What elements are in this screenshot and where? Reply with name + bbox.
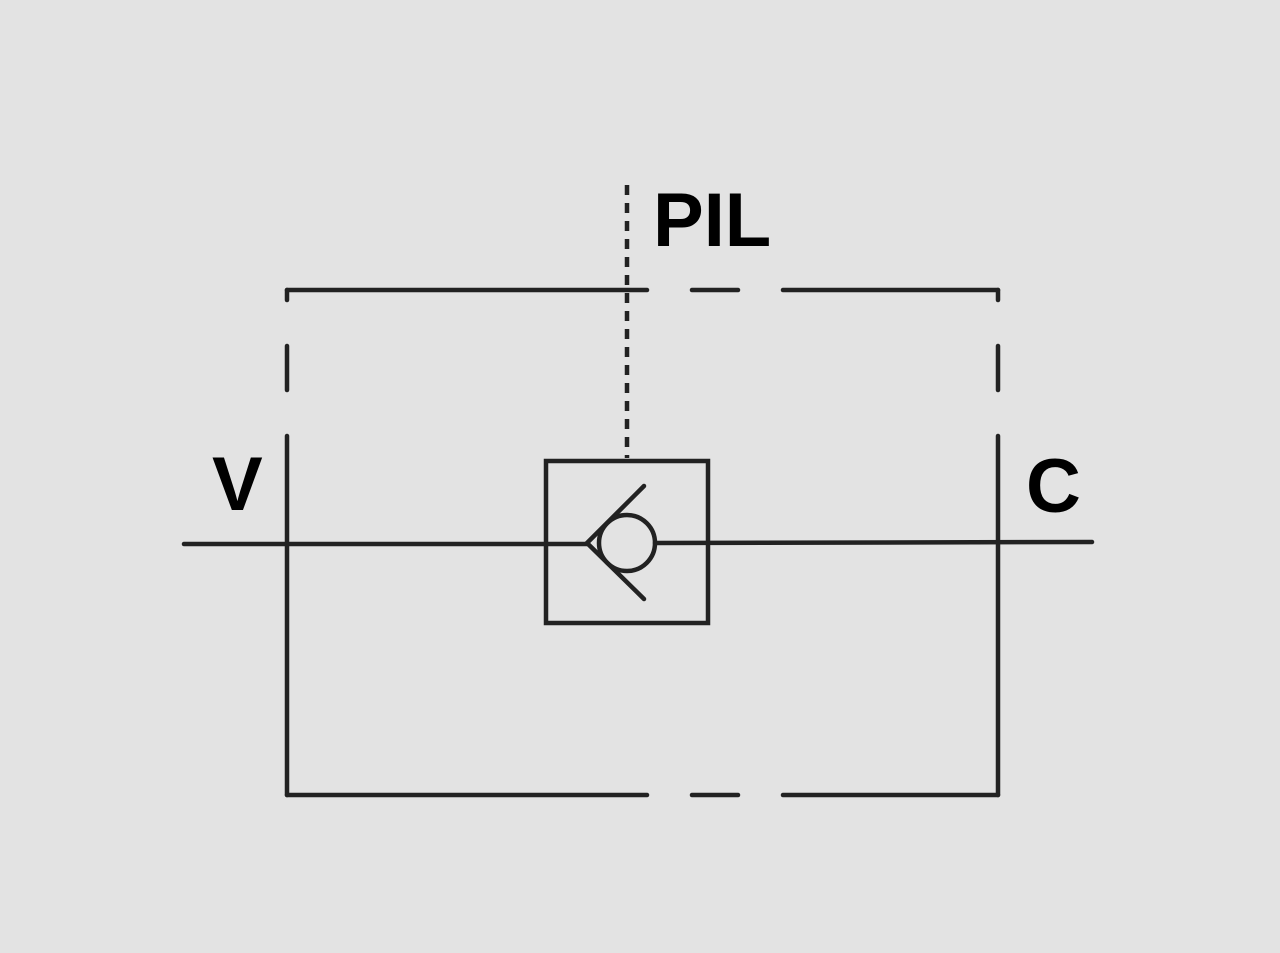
valve-body: [543, 458, 711, 626]
flow-line-outlet: [652, 539, 1095, 546]
valve-ball: [596, 512, 658, 574]
port-label-pil: PIL: [653, 178, 771, 263]
valve-seat: [583, 483, 647, 602]
port-label-c: C: [1026, 444, 1081, 529]
port-label-v: V: [212, 442, 263, 527]
